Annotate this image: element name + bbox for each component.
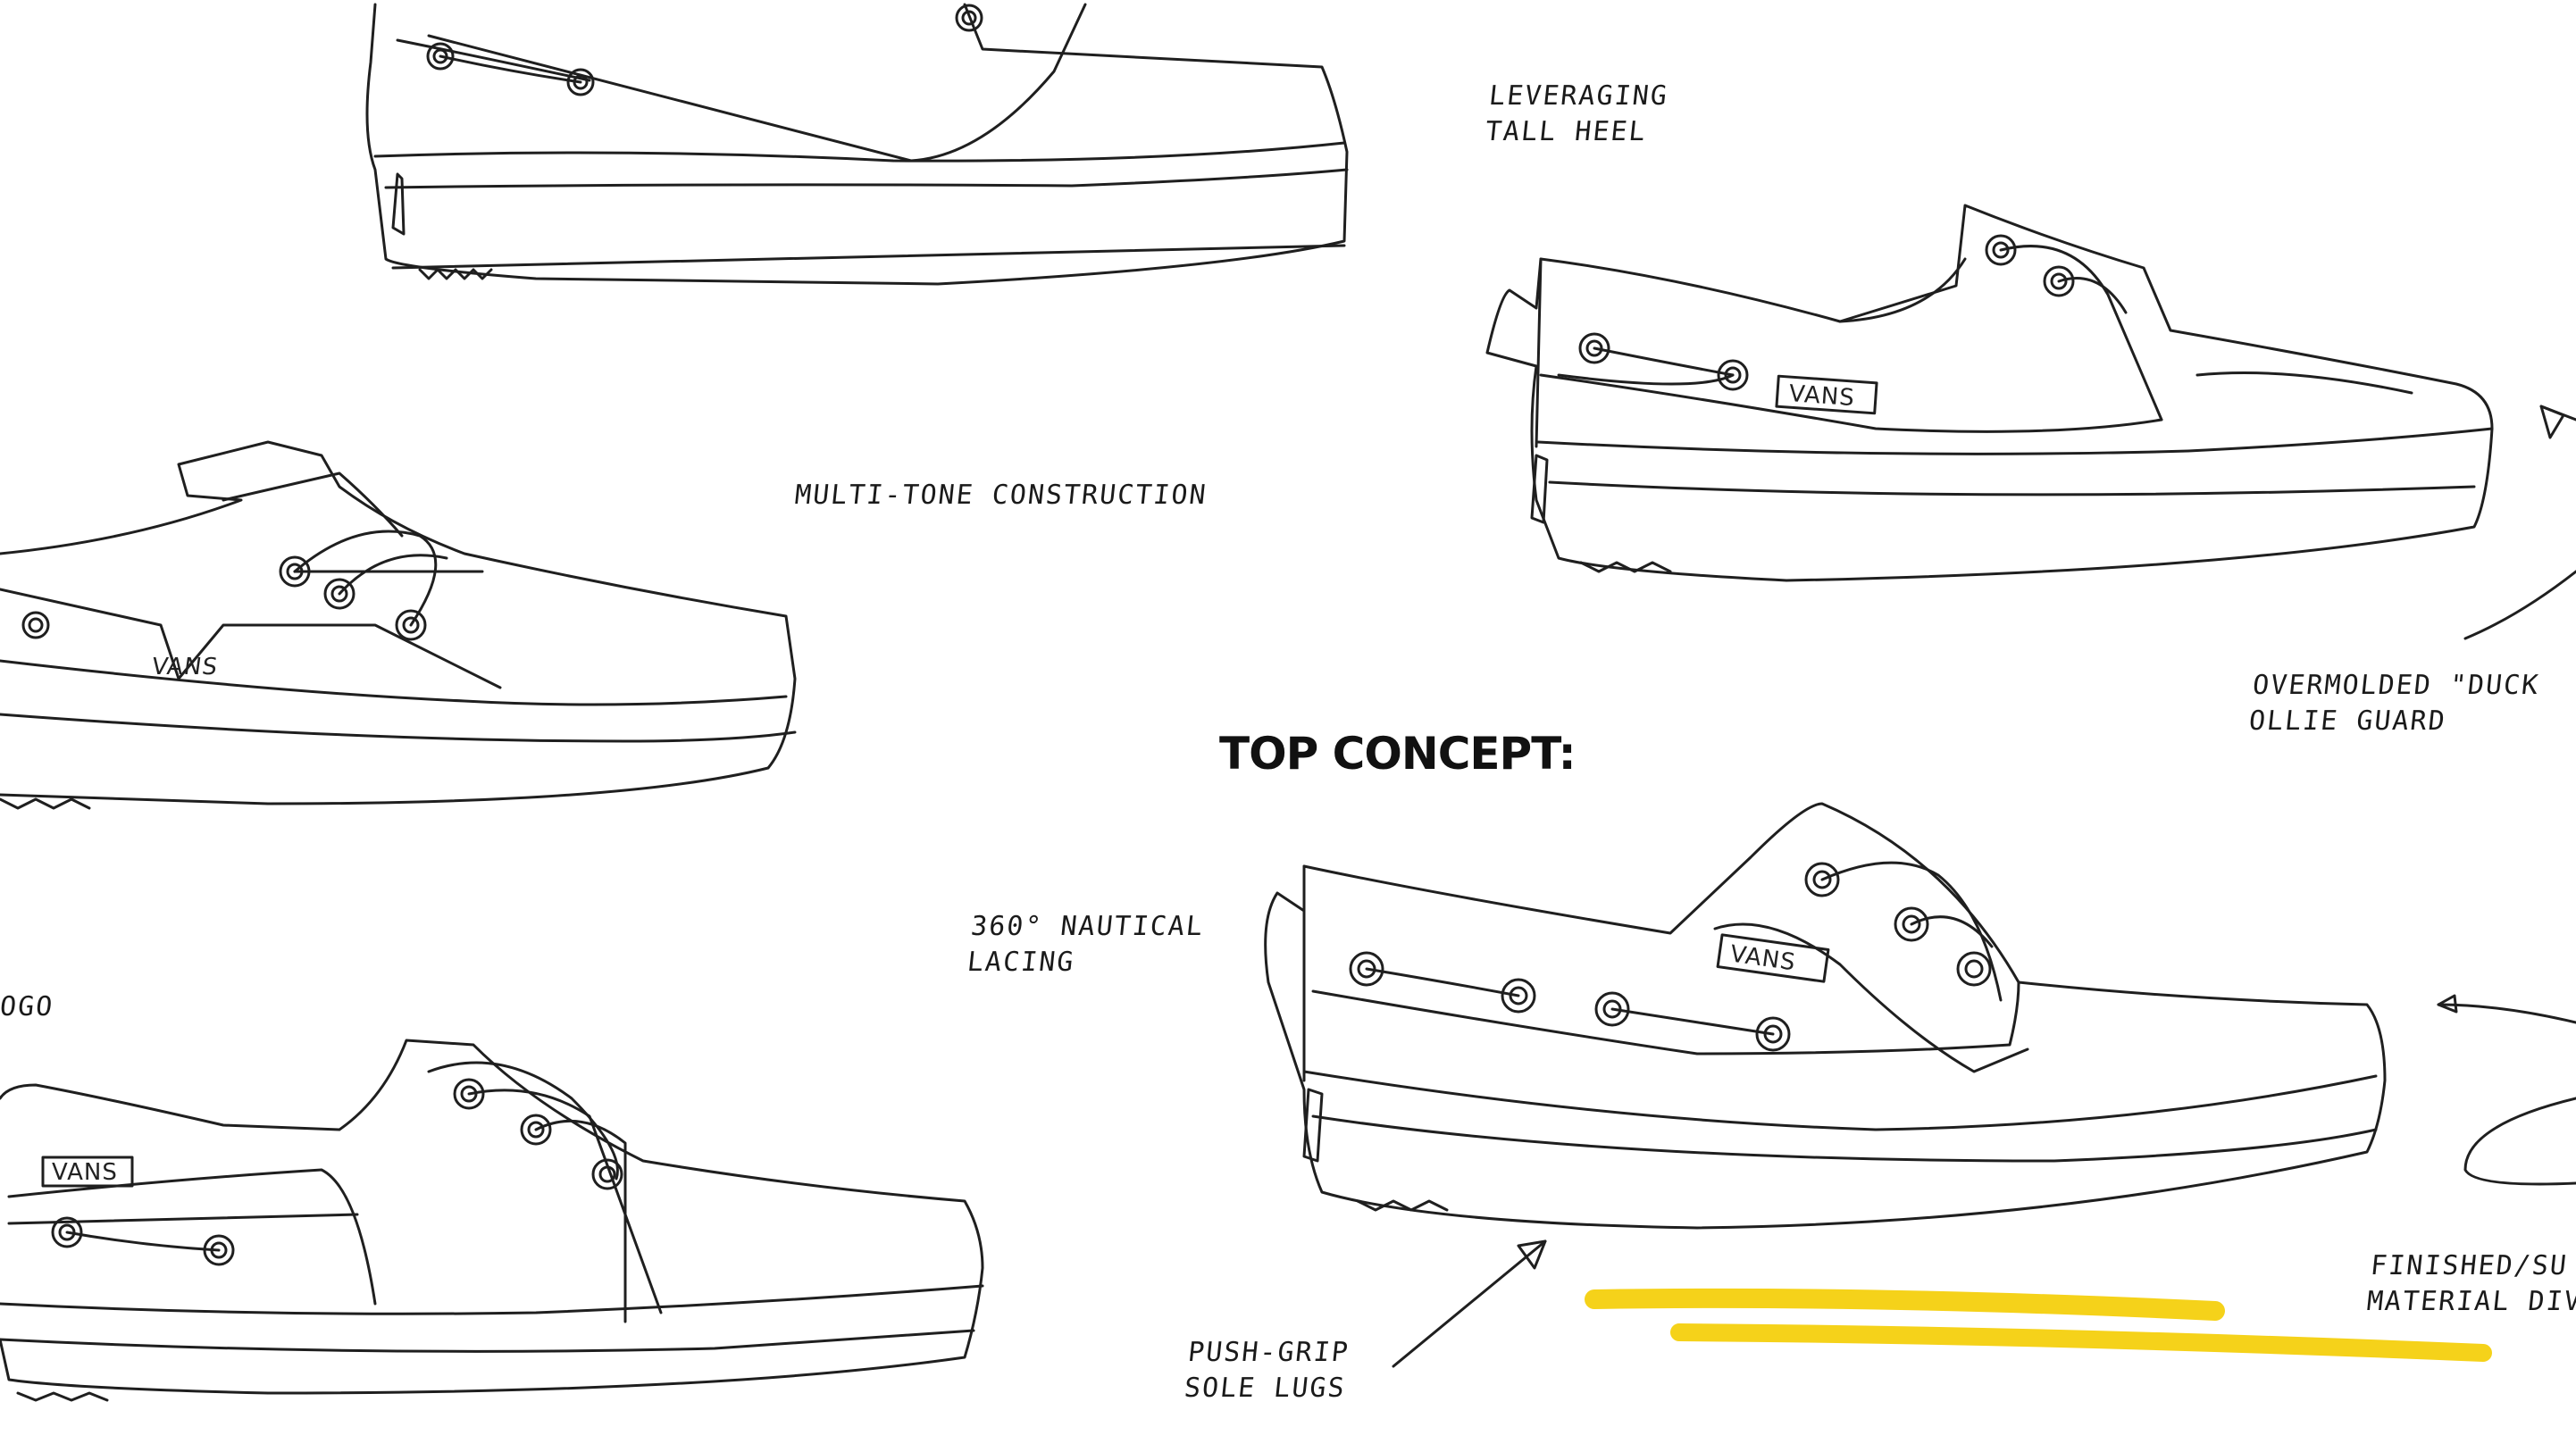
svg-text:VANS: VANS bbox=[52, 1159, 118, 1186]
annotation-push-grip-sole-lugs: PUSH-GRIP SOLE LUGS bbox=[1183, 1335, 1351, 1406]
annotation-line: OLLIE GUARD bbox=[2247, 705, 2448, 737]
annotation-overmolded-ollie-guard: OVERMOLDED "DUCK OLLIE GUARD bbox=[2247, 668, 2541, 739]
annotation-leveraging-tall-heel: LEVERAGING TALL HEEL bbox=[1484, 79, 1670, 150]
highlight-strokes bbox=[1585, 1288, 2492, 1362]
annotation-nautical-lacing: 360° NAUTICAL LACING bbox=[966, 909, 1206, 981]
shoe-sketch-4: VANS bbox=[1485, 204, 2494, 582]
annotation-line: OVERMOLDED "DUCK bbox=[2251, 670, 2541, 701]
shoe-sketch-top-concept: VANS bbox=[1264, 802, 2387, 1230]
annotation-line: OGO bbox=[0, 991, 56, 1022]
annotation-line: LACING bbox=[966, 947, 1077, 978]
annotation-line: TALL HEEL bbox=[1484, 116, 1649, 147]
shoe-sketch-3: VANS bbox=[0, 1039, 984, 1402]
top-concept-heading: TOP CONCEPT: bbox=[1219, 728, 1577, 780]
annotation-line: SOLE LUGS bbox=[1183, 1373, 1348, 1404]
annotation-finished-material-division: FINISHED/SU MATERIAL DIVIS bbox=[2365, 1248, 2576, 1320]
shoe-sketch-2: VANS bbox=[0, 440, 797, 810]
svg-text:VANS: VANS bbox=[1728, 940, 1797, 976]
annotation-line: MATERIAL DIVIS bbox=[2365, 1286, 2576, 1317]
svg-text:VANS: VANS bbox=[150, 654, 220, 680]
annotation-line: 360° NAUTICAL bbox=[969, 911, 1206, 942]
annotation-logo-partial: OGO bbox=[0, 989, 55, 1025]
callout-arrows bbox=[1392, 405, 2576, 1368]
annotation-multi-tone-construction: MULTI-TONE CONSTRUCTION bbox=[793, 478, 1209, 513]
shoe-sketch-1 bbox=[365, 3, 1349, 286]
svg-text:VANS: VANS bbox=[1788, 380, 1856, 412]
annotation-line: FINISHED/SU bbox=[2369, 1250, 2570, 1281]
annotation-line: LEVERAGING bbox=[1487, 80, 1670, 112]
annotation-line: PUSH-GRIP bbox=[1186, 1337, 1351, 1368]
annotation-line: MULTI-TONE CONSTRUCTION bbox=[793, 480, 1209, 511]
